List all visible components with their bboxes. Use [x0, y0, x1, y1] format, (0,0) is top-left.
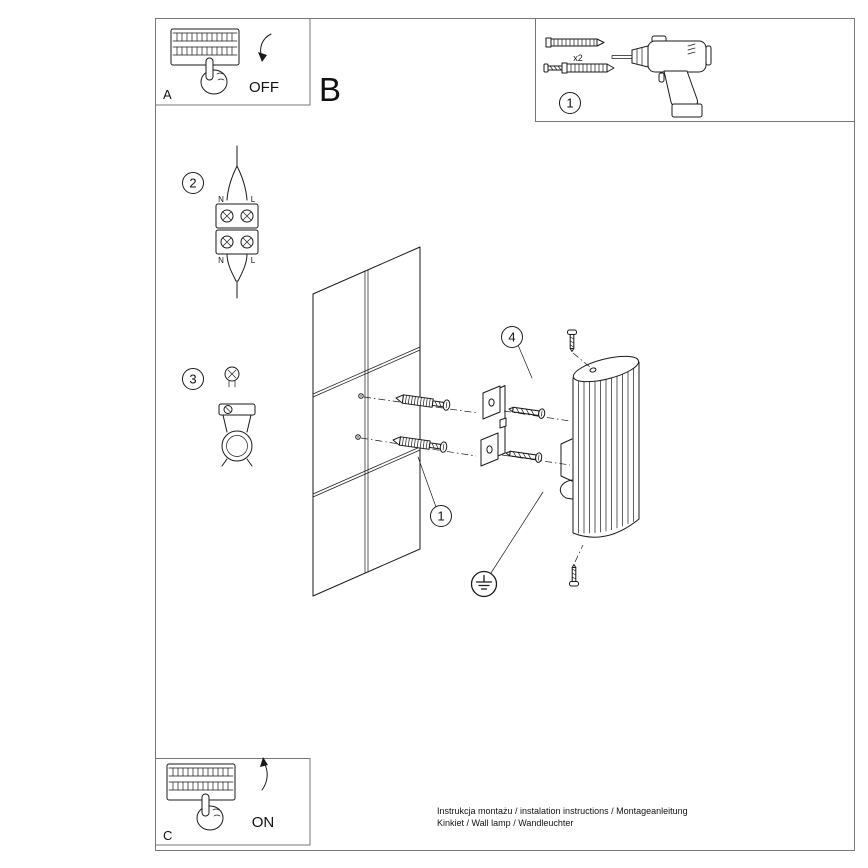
flip-up-arrow-icon: [260, 757, 268, 791]
wall-panels: [312, 246, 421, 597]
wall-lamp-icon: [559, 355, 640, 538]
step-2-wiring: 2 N L N L: [182, 145, 259, 299]
step-3-number: 3: [189, 372, 196, 387]
alignment-axis: [574, 544, 584, 563]
anchor-quantity-label: x2: [573, 53, 583, 63]
terminal-n-top-label: N: [218, 195, 224, 204]
terminal-l-bottom-label: L: [251, 256, 256, 265]
screw-icon: [505, 450, 543, 463]
step-2-number: 2: [189, 176, 196, 191]
step-3-clamp: 3: [182, 366, 256, 467]
leader-line: [490, 491, 544, 574]
screw-top-view-icon: [224, 366, 240, 388]
step-1-badge: 1: [430, 505, 452, 527]
wall-plug-assembly-icon: [392, 436, 448, 453]
step-4-number: 4: [508, 330, 515, 345]
off-label: OFF: [249, 79, 279, 96]
pointing-hand-icon: [200, 57, 228, 95]
screw-icon: [567, 329, 577, 352]
screw-icon: [569, 564, 579, 587]
footer-line-1: Instrukcja montażu / instalation instruc…: [437, 806, 688, 816]
screw-icon: [508, 406, 546, 419]
on-label: ON: [252, 814, 275, 831]
panel-c-label: C: [163, 828, 172, 843]
panel-c: ON C: [155, 757, 311, 846]
parts-step-number: 1: [566, 96, 573, 111]
parts-step-badge: 1: [559, 92, 581, 114]
wall-plug-assembly-icon: [395, 394, 451, 411]
main-diagram: 4 1: [312, 246, 640, 598]
mounting-bracket-icon: [480, 385, 507, 467]
parts-box-border: [535, 18, 855, 122]
breaker-box-icon: [170, 28, 240, 66]
terminal-n-bottom-label: N: [218, 256, 224, 265]
breaker-box-icon: [166, 763, 236, 801]
wall-plug-with-screw-icon: [543, 62, 615, 74]
panel-c-border: [155, 758, 311, 846]
ground-symbol-icon: [470, 570, 498, 598]
panel-a-border: [155, 18, 311, 106]
wall-plug-icon: [545, 37, 605, 48]
step-1-number: 1: [437, 509, 444, 524]
cable-clamp-icon: [218, 403, 256, 467]
pointing-hand-icon: [196, 793, 224, 831]
alignment-axis: [363, 396, 479, 414]
footer: Instrukcja montażu / instalation instruc…: [437, 806, 688, 828]
step-2-badge: 2: [182, 172, 204, 194]
page-border: [155, 18, 855, 851]
alignment-axis: [572, 352, 591, 368]
terminal-block-icon: [215, 145, 259, 299]
footer-line-2: Kinkiet / Wall lamp / Wandleuchter: [437, 818, 573, 828]
parts-box: x2 1: [535, 18, 855, 122]
panel-b-label: B: [319, 71, 341, 108]
wall-hole: [358, 393, 364, 399]
leader-line: [517, 344, 533, 379]
panel-a-label: A: [163, 87, 172, 102]
leader-line: [417, 456, 437, 508]
wall-hole: [355, 434, 361, 440]
step-4-badge: 4: [501, 326, 523, 348]
drill-icon: [611, 35, 712, 118]
panel-a: OFF A: [155, 18, 311, 106]
flip-down-arrow-icon: [258, 33, 272, 62]
terminal-l-top-label: L: [251, 195, 256, 204]
step-3-badge: 3: [182, 368, 204, 390]
